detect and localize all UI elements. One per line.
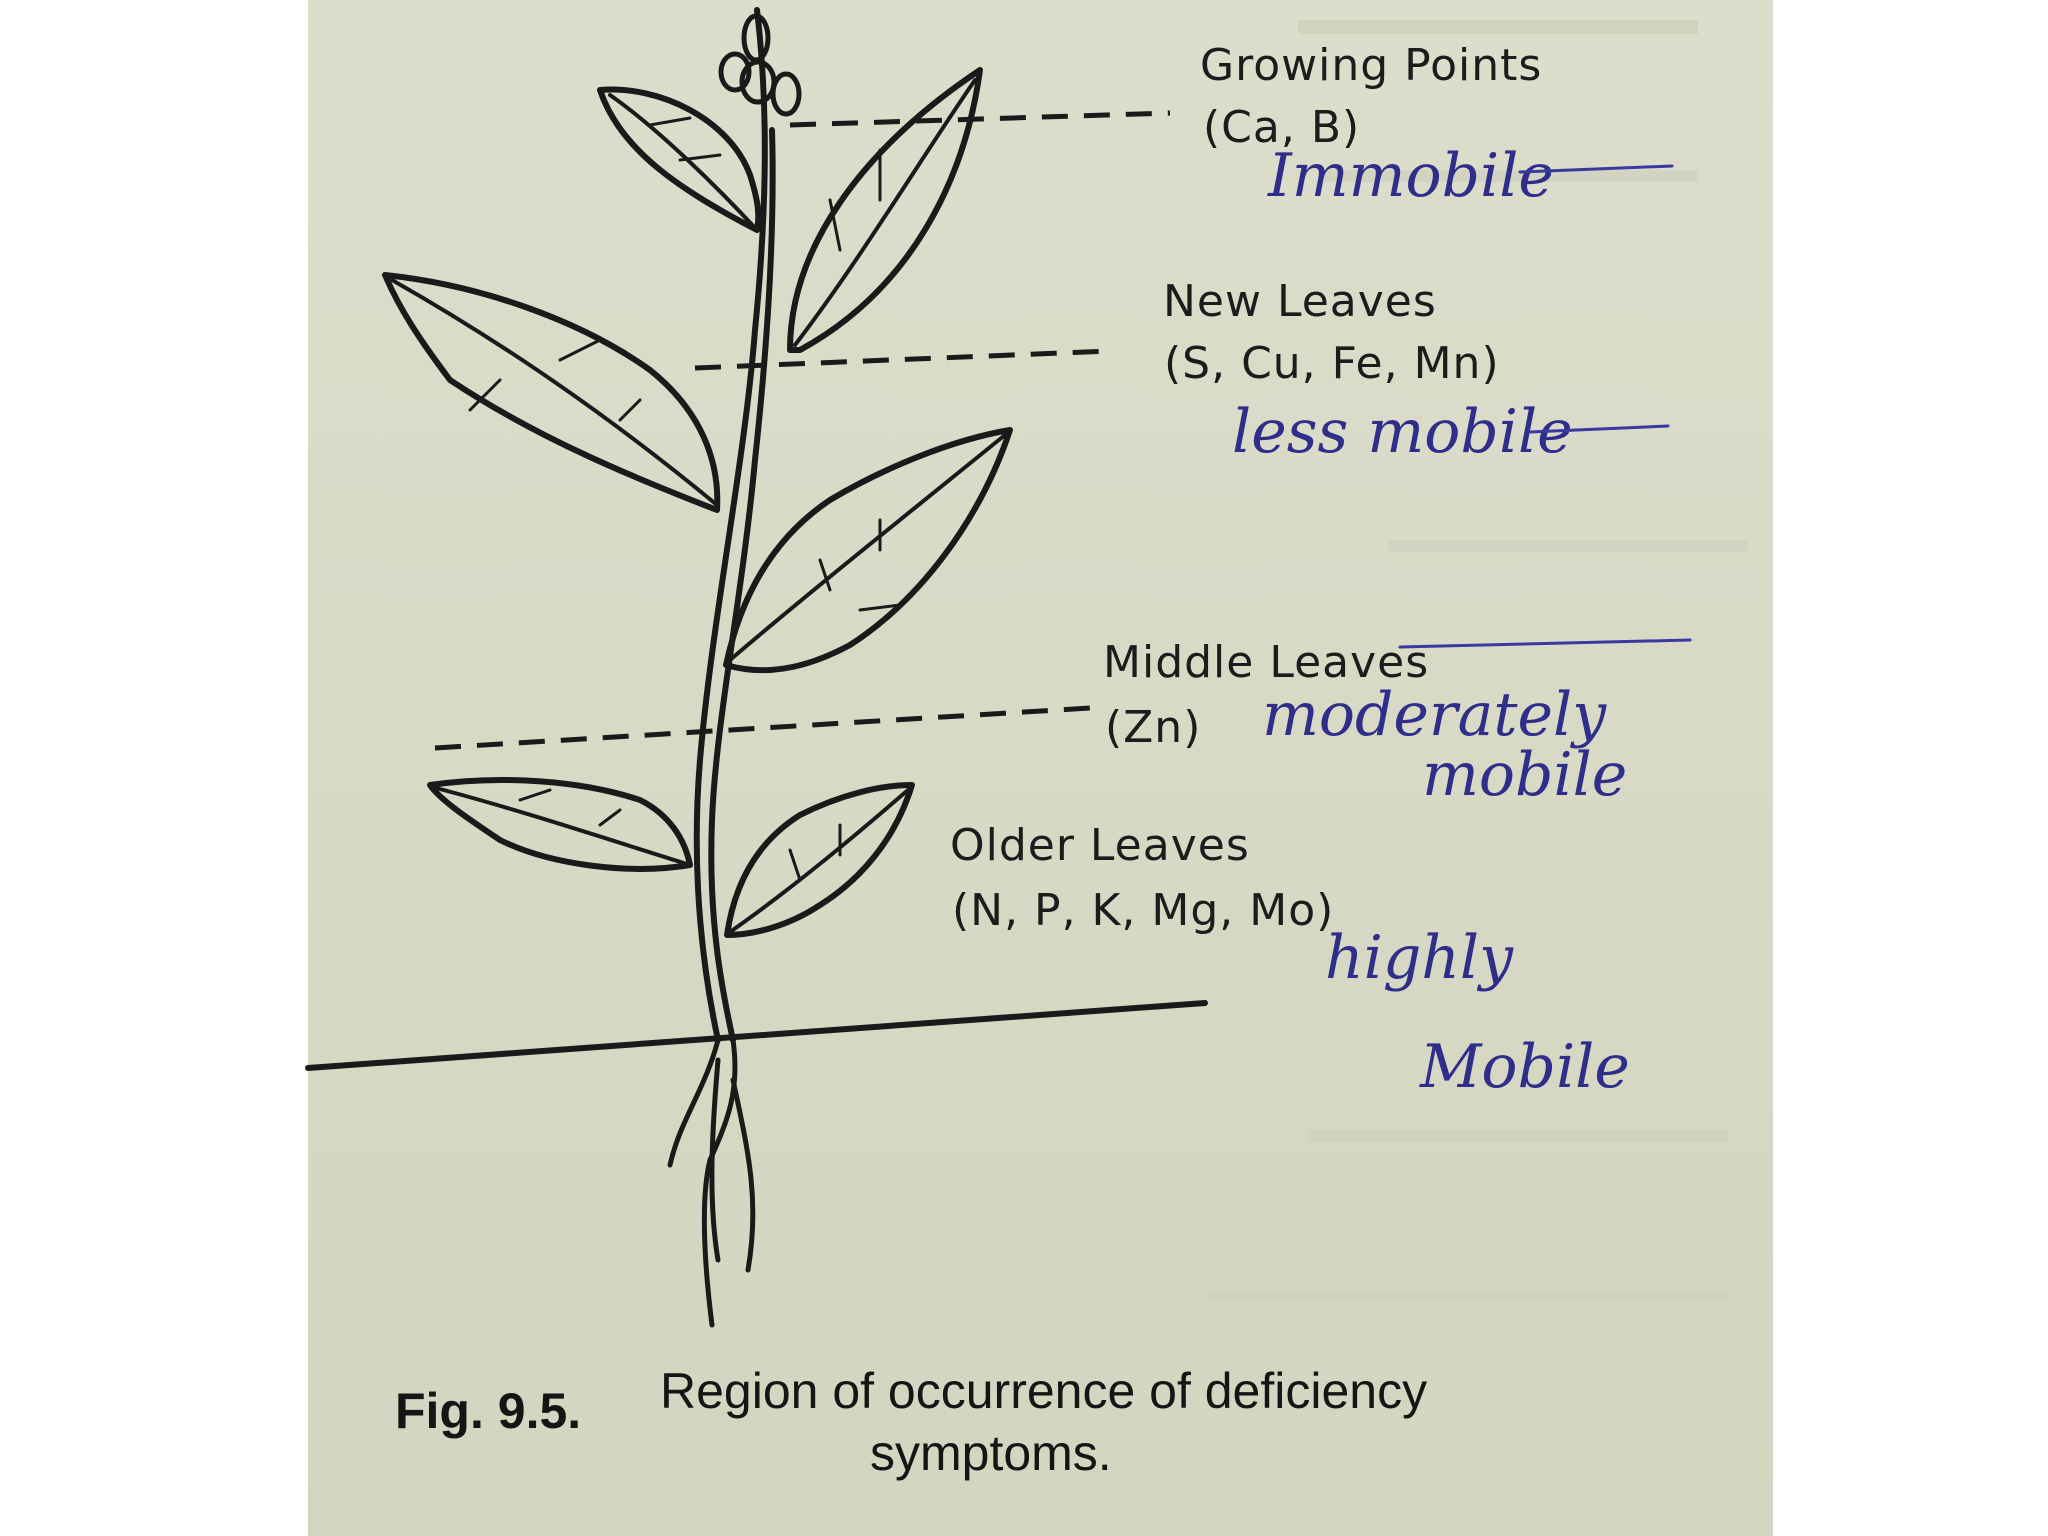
bleed-through-texture	[1388, 540, 1748, 552]
leaf-middle-right	[723, 427, 1013, 674]
book-page	[308, 0, 1773, 1536]
divider-new-leaves	[694, 348, 1111, 371]
leaf-older-right	[724, 782, 915, 938]
figure-caption: Fig. 9.5. Region of occurrence of defici…	[395, 1363, 1427, 1481]
handwritten-note-middle-leaves-1: moderately	[1262, 680, 1607, 750]
caption-line-2: symptoms.	[870, 1425, 1112, 1481]
region-nutrients-older-leaves: (N, P, K, Mg, Mo)	[952, 885, 1334, 936]
region-title-growing-points: Growing Points	[1200, 40, 1542, 91]
handwritten-note-older-leaves-1: highly	[1325, 923, 1514, 993]
plant-roots	[667, 1037, 756, 1328]
region-nutrients-new-leaves: (S, Cu, Fe, Mn)	[1164, 338, 1500, 389]
leaf-new-left	[382, 272, 721, 513]
label-older-leaves: Older Leaves (N, P, K, Mg, Mo) highly Mo…	[950, 820, 1630, 1102]
ground-line	[305, 1000, 1208, 1071]
label-growing-points: Growing Points (Ca, B) Immobile	[1200, 40, 1674, 211]
bleed-through-texture	[1318, 170, 1698, 182]
divider-middle-leaves	[434, 705, 1091, 751]
bleed-through-texture	[1308, 1130, 1728, 1142]
bleed-through-texture	[1208, 1290, 1728, 1302]
pen-underline	[1518, 164, 1674, 174]
region-title-older-leaves: Older Leaves	[950, 820, 1250, 871]
leaf-older-left	[427, 777, 693, 872]
region-nutrients-middle-leaves: (Zn)	[1105, 702, 1201, 753]
divider-growing-points	[789, 110, 1171, 128]
bleed-through-texture	[1298, 20, 1698, 34]
caption-line-1: Region of occurrence of deficiency	[660, 1363, 1427, 1419]
handwritten-note-new-leaves: less mobile	[1232, 397, 1573, 467]
leaf-upper-left	[597, 86, 762, 233]
region-nutrients-growing-points: (Ca, B)	[1203, 102, 1360, 153]
region-title-new-leaves: New Leaves	[1163, 276, 1437, 327]
plant-stem	[693, 7, 802, 1043]
handwritten-note-older-leaves-2: Mobile	[1419, 1032, 1630, 1102]
pen-underline	[1528, 424, 1670, 434]
handwritten-note-middle-leaves-2: mobile	[1422, 740, 1627, 810]
label-new-leaves: New Leaves (S, Cu, Fe, Mn) less mobile	[1163, 276, 1670, 467]
label-middle-leaves: Middle Leaves (Zn) moderately mobile	[1103, 637, 1692, 810]
leaf-upper-right	[787, 67, 983, 353]
caption-figure-number: Fig. 9.5.	[395, 1383, 581, 1439]
region-title-middle-leaves: Middle Leaves	[1103, 637, 1429, 688]
pen-underline	[1398, 638, 1692, 649]
handwritten-note-growing-points: Immobile	[1267, 141, 1554, 211]
